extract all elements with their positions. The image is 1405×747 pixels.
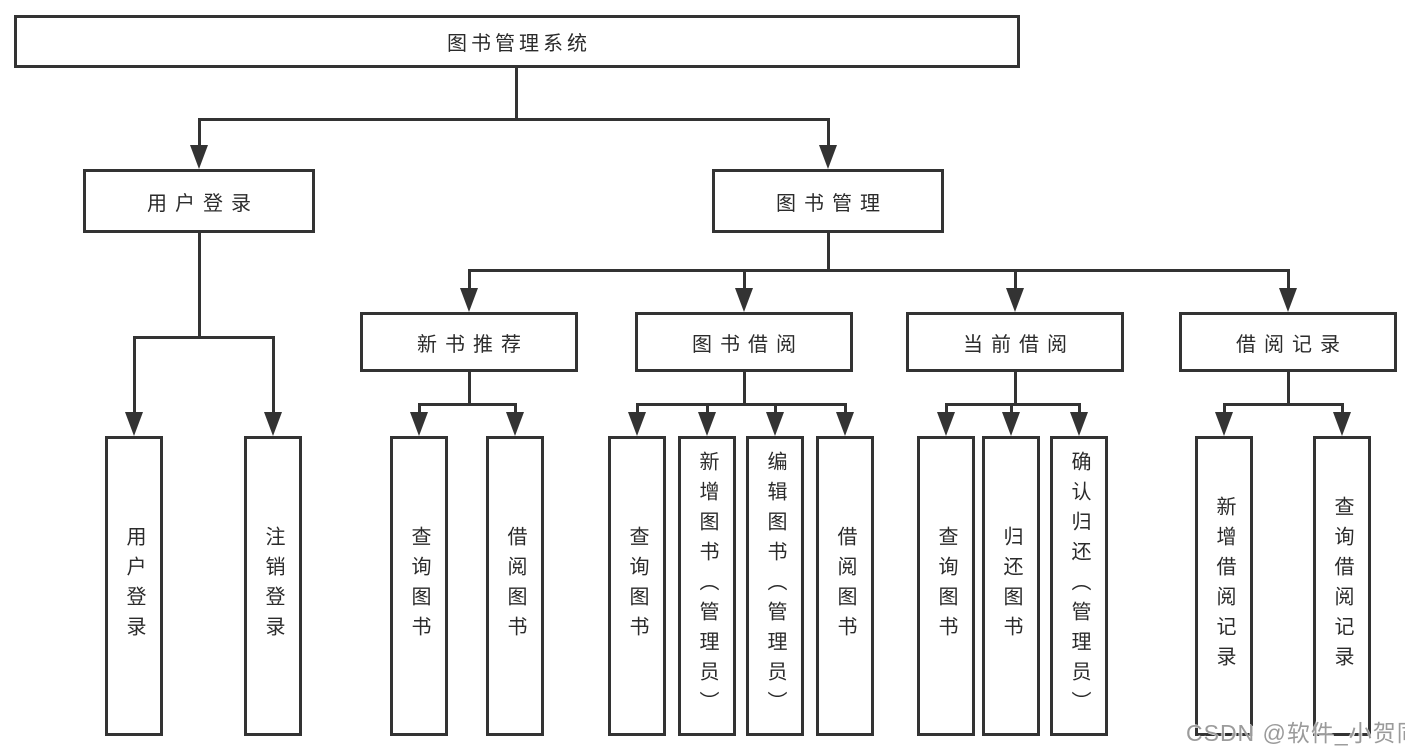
connector-drop	[1077, 403, 1081, 415]
node-current-borrowing: 当前借阅	[906, 312, 1124, 372]
node-label: 图书管理系统	[447, 33, 591, 55]
node-book-management: 图书管理	[712, 169, 944, 233]
node-label: 查询借阅记录	[1331, 496, 1353, 676]
node-label: 注销登录	[262, 526, 284, 646]
connector-drop	[1222, 403, 1226, 415]
node-label: 归还图书	[1000, 526, 1022, 646]
connector-drop	[513, 403, 517, 415]
arrow-down-icon	[460, 288, 478, 312]
arrow-down-icon	[190, 145, 208, 169]
node-label: 查询图书	[408, 526, 430, 646]
leaf-query-books-2: 查询图书	[608, 436, 666, 736]
connector-drop	[635, 403, 639, 415]
arrow-down-icon	[698, 412, 716, 436]
node-label: 图书借阅	[692, 333, 804, 356]
connector-drop	[417, 403, 421, 415]
connector-borrow-record-rail	[1222, 403, 1344, 406]
connector-drop	[773, 403, 777, 415]
connector-book-borrow-stem	[742, 372, 746, 406]
connector-book-mgmt-stem	[826, 233, 830, 272]
arrow-down-icon	[836, 412, 854, 436]
node-label: 查询图书	[626, 526, 648, 646]
connector-drop	[271, 336, 275, 414]
arrow-down-icon	[1333, 412, 1351, 436]
connector-drop	[944, 403, 948, 415]
node-label: 新增图书（管理员）	[696, 451, 718, 721]
node-label: 新书推荐	[417, 333, 529, 356]
node-label: 新增借阅记录	[1213, 496, 1235, 676]
connector-user-login-drop	[197, 118, 201, 146]
leaf-add-borrow-record: 新增借阅记录	[1195, 436, 1253, 736]
leaf-query-books-1: 查询图书	[390, 436, 448, 736]
connector-book-borrow-rail	[635, 403, 847, 406]
node-label: 借阅图书	[834, 526, 856, 646]
arrow-down-icon	[628, 412, 646, 436]
connector-root-stem	[514, 68, 518, 118]
arrow-down-icon	[506, 412, 524, 436]
connector-drop	[1340, 403, 1344, 415]
node-label: 查询图书	[935, 526, 957, 646]
node-label: 图书管理	[776, 192, 888, 215]
connector-drop	[705, 403, 709, 415]
node-label: 用户登录	[147, 192, 259, 215]
leaf-user-login: 用户登录	[105, 436, 163, 736]
leaf-return-book: 归还图书	[982, 436, 1040, 736]
node-user-login: 用户登录	[83, 169, 315, 233]
node-borrowing-records: 借阅记录	[1179, 312, 1397, 372]
leaf-add-book-admin: 新增图书（管理员）	[678, 436, 736, 736]
connector-user-login-stem	[197, 233, 201, 339]
connector-level3-rail	[467, 269, 1290, 272]
leaf-query-books-3: 查询图书	[917, 436, 975, 736]
node-library-system: 图书管理系统	[14, 15, 1020, 68]
connector-borrow-record-stem	[1286, 372, 1290, 406]
arrow-down-icon	[1002, 412, 1020, 436]
node-label: 借阅图书	[504, 526, 526, 646]
watermark-text: CSDN @软件_小贺同学	[1186, 720, 1405, 746]
arrow-down-icon	[1070, 412, 1088, 436]
arrow-down-icon	[1006, 288, 1024, 312]
connector-drop	[1013, 269, 1017, 291]
connector-drop	[843, 403, 847, 415]
leaf-edit-book-admin: 编辑图书（管理员）	[746, 436, 804, 736]
node-label: 当前借阅	[963, 333, 1075, 356]
leaf-query-borrow-record: 查询借阅记录	[1313, 436, 1371, 736]
connector-new-book-stem	[467, 372, 471, 406]
connector-drop	[1009, 403, 1013, 415]
arrow-down-icon	[264, 412, 282, 436]
connector-level2-rail	[197, 118, 830, 121]
arrow-down-icon	[1279, 288, 1297, 312]
leaf-confirm-return-admin: 确认归还（管理员）	[1050, 436, 1108, 736]
arrow-down-icon	[1215, 412, 1233, 436]
connector-drop	[742, 269, 746, 291]
leaf-borrow-books-2: 借阅图书	[816, 436, 874, 736]
arrow-down-icon	[937, 412, 955, 436]
connector-drop	[1286, 269, 1290, 291]
arrow-down-icon	[819, 145, 837, 169]
connector-current-borrow-stem	[1013, 372, 1017, 406]
leaf-borrow-books-1: 借阅图书	[486, 436, 544, 736]
arrow-down-icon	[735, 288, 753, 312]
arrow-down-icon	[410, 412, 428, 436]
connector-current-borrow-rail	[944, 403, 1081, 406]
node-new-book-recommend: 新书推荐	[360, 312, 578, 372]
node-label: 用户登录	[123, 526, 145, 646]
connector-drop	[132, 336, 136, 414]
leaf-logout: 注销登录	[244, 436, 302, 736]
connector-book-mgmt-drop	[826, 118, 830, 146]
node-label: 确认归还（管理员）	[1068, 451, 1090, 721]
arrow-down-icon	[766, 412, 784, 436]
node-label: 编辑图书（管理员）	[764, 451, 786, 721]
node-book-borrowing: 图书借阅	[635, 312, 853, 372]
node-label: 借阅记录	[1236, 333, 1348, 356]
arrow-down-icon	[125, 412, 143, 436]
connector-user-login-rail	[132, 336, 275, 339]
connector-new-book-rail	[417, 403, 517, 406]
connector-drop	[467, 269, 471, 291]
